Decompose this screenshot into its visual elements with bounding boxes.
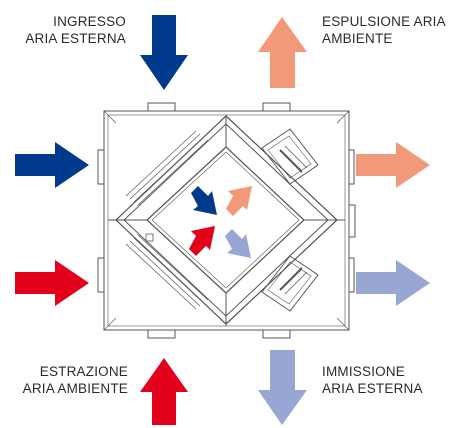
port-left-bottom — [97, 257, 105, 293]
ventilation-unit — [97, 102, 356, 339]
label-line: AMBIENTE — [322, 31, 393, 46]
port-bottom-right — [262, 329, 291, 339]
label-line: INGRESSO — [53, 14, 126, 29]
port-right-top — [348, 149, 355, 185]
port-bottom-left — [147, 329, 176, 339]
inner-arrow-exhaust — [226, 186, 252, 216]
arrow-exhaust-air-out-side — [356, 142, 430, 188]
fan-lower-right — [261, 255, 319, 312]
arrow-outdoor-air-in-side — [15, 142, 89, 188]
label-line: ESTRAZIONE — [39, 364, 128, 379]
sensor — [145, 233, 154, 242]
arrow-exhaust-air-out — [258, 17, 307, 88]
port-top-right — [262, 102, 291, 112]
exchanger-middle — [123, 123, 329, 317]
label-line: IMMISSIONE — [322, 364, 406, 379]
label-line: ARIA ESTERNA — [322, 381, 423, 396]
label-espulsione-aria-ambiente: ESPULSIONE ARIA AMBIENTE — [322, 13, 446, 47]
control-box — [348, 204, 356, 238]
inner-arrow-outdoor — [191, 186, 217, 215]
inner-flow-arrows — [189, 186, 252, 258]
label-line: ARIA AMBIENTE — [22, 381, 128, 396]
label-line: ESPULSIONE ARIA — [322, 14, 446, 29]
fan-upper-right — [261, 128, 319, 185]
arrow-extract-air-in — [140, 358, 188, 425]
arrow-supply-air-out — [258, 350, 307, 425]
filter-lower-left — [125, 234, 209, 310]
port-top-left — [147, 102, 176, 112]
port-left-top — [97, 149, 105, 185]
exchanger-core — [151, 151, 300, 289]
label-line: ARIA ESTERNA — [25, 31, 126, 46]
inner-arrow-supply — [225, 229, 251, 258]
filter-upper-left — [125, 130, 209, 206]
label-ingresso-aria-esterna: INGRESSO ARIA ESTERNA — [22, 13, 126, 47]
arrow-supply-air-out-side — [356, 260, 430, 306]
label-estrazione-aria-ambiente: ESTRAZIONE ARIA AMBIENTE — [20, 363, 128, 397]
inner-arrow-extract — [189, 226, 215, 256]
label-immissione-aria-esterna: IMMISSIONE ARIA ESTERNA — [322, 363, 423, 397]
arrow-extract-air-in-side — [15, 260, 89, 306]
port-right-bottom — [348, 257, 355, 293]
arrow-outdoor-air-in — [140, 15, 188, 90]
